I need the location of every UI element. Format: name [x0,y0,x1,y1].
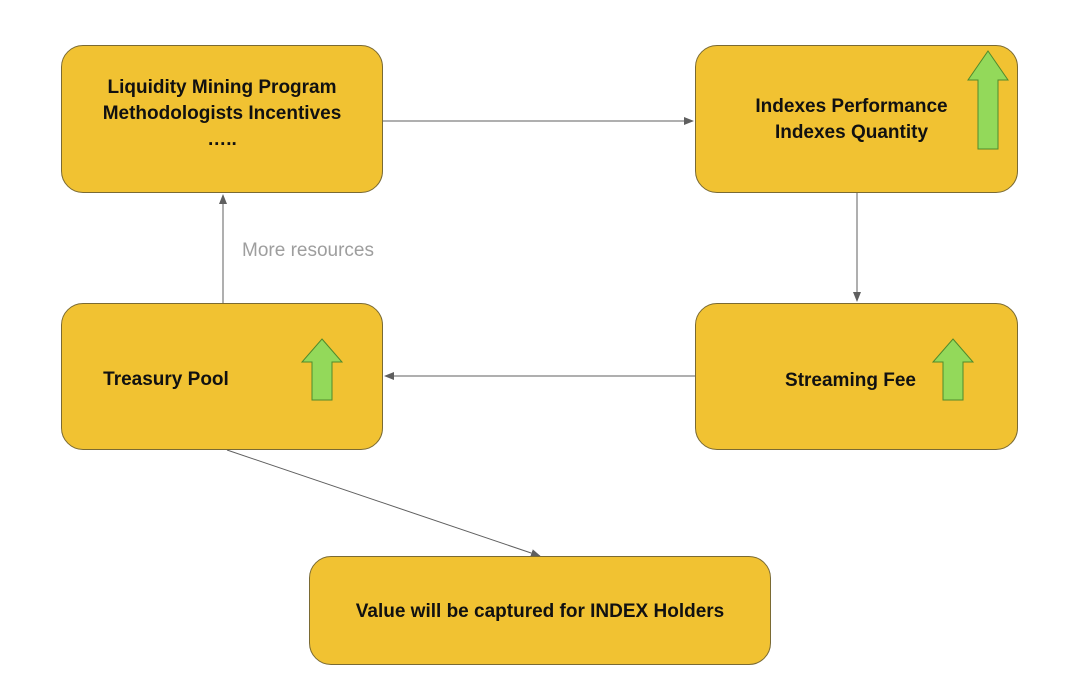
node-value-captured: Value will be captured for INDEX Holders [309,556,771,665]
node-liquidity-mining: Liquidity Mining Program Methodologists … [61,45,383,193]
node-liquidity-mining-text: Liquidity Mining Program Methodologists … [103,75,342,153]
node-value-captured-line-1: Value will be captured for INDEX Holders [355,600,725,622]
edge-treasury-to-value [226,449,541,557]
node-value-captured-text: Value will be captured for INDEX Holders [356,599,724,625]
node-treasury-pool-text: Treasury Pool [103,367,229,393]
node-treasury-pool-line-1: Treasury Pool [103,368,229,390]
node-liquidity-mining-line-3: ….. [207,129,237,150]
node-streaming-fee: Streaming Fee [695,303,1018,450]
node-indexes-line-1: Indexes Performance [755,96,948,117]
node-indexes-text: Indexes Performance Indexes Quantity [755,94,947,146]
node-indexes-line-2: Indexes Quantity [774,122,929,143]
node-streaming-fee-line-1: Streaming Fee [785,369,916,391]
node-liquidity-mining-line-2: Methodologists Incentives [102,103,342,124]
node-liquidity-mining-line-1: Liquidity Mining Program [107,77,337,98]
node-streaming-fee-text: Streaming Fee [785,368,916,394]
node-indexes: Indexes Performance Indexes Quantity [695,45,1018,193]
node-treasury-pool: Treasury Pool [61,303,383,450]
edge-label-more-resources: More resources [242,240,374,261]
